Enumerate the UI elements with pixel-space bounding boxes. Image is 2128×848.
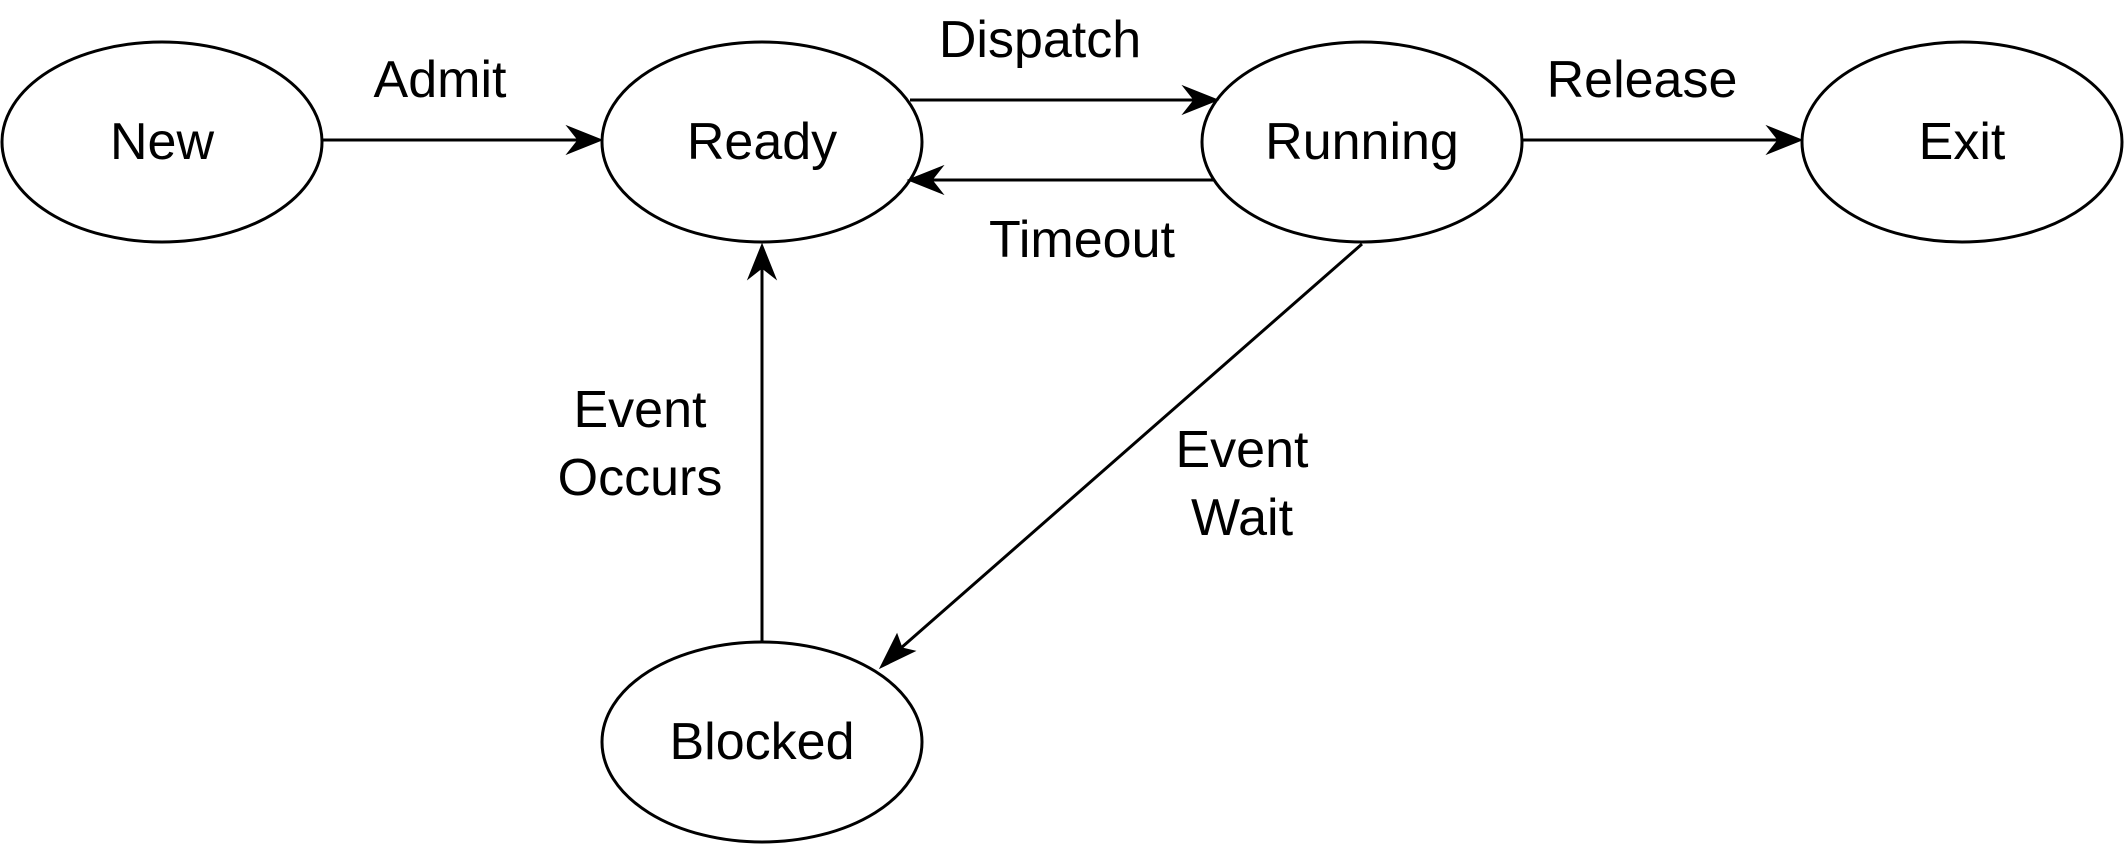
edge-release-label: Release [1547,51,1738,109]
state-new-ellipse [0,40,324,244]
edge-timeout-arrowhead [906,164,945,196]
edge-timeout: Timeout [906,164,1215,269]
state-blocked: Blocked [600,640,924,844]
state-exit: Exit [1800,40,2124,244]
state-ready-ellipse [600,40,924,244]
edge-timeout-label: Timeout [989,211,1175,269]
edge-release-arrowhead [1765,124,1804,156]
edge-event-wait-line [892,242,1363,657]
edge-event-occurs: Event Occurs [558,242,778,642]
edge-event-wait-label-line1: Event [1176,421,1310,479]
edge-admit-arrowhead [565,124,604,156]
edge-event-occurs-label-line2: Occurs [558,449,723,507]
state-new-label: New [110,113,214,171]
edge-admit-label: Admit [374,51,507,109]
edge-event-wait: Event Wait [878,242,1363,670]
state-blocked-label: Blocked [670,713,855,771]
edge-event-wait-label-line2: Wait [1191,489,1294,547]
edge-dispatch: Dispatch [910,11,1220,116]
edge-event-occurs-label-line1: Event [574,381,708,439]
state-running-ellipse [1200,40,1524,244]
state-running: Running [1200,40,1524,244]
state-ready: Ready [600,40,924,244]
edge-admit: Admit [322,51,604,156]
edge-release: Release [1522,51,1804,156]
state-new: New [0,40,324,244]
edge-dispatch-label: Dispatch [939,11,1141,69]
edge-event-wait-arrowhead [878,632,917,670]
state-running-label: Running [1265,113,1459,171]
edge-event-occurs-arrowhead [746,242,778,281]
state-exit-label: Exit [1919,113,2006,171]
state-ready-label: Ready [687,113,837,171]
state-exit-ellipse [1800,40,2124,244]
edge-dispatch-arrowhead [1181,84,1220,116]
